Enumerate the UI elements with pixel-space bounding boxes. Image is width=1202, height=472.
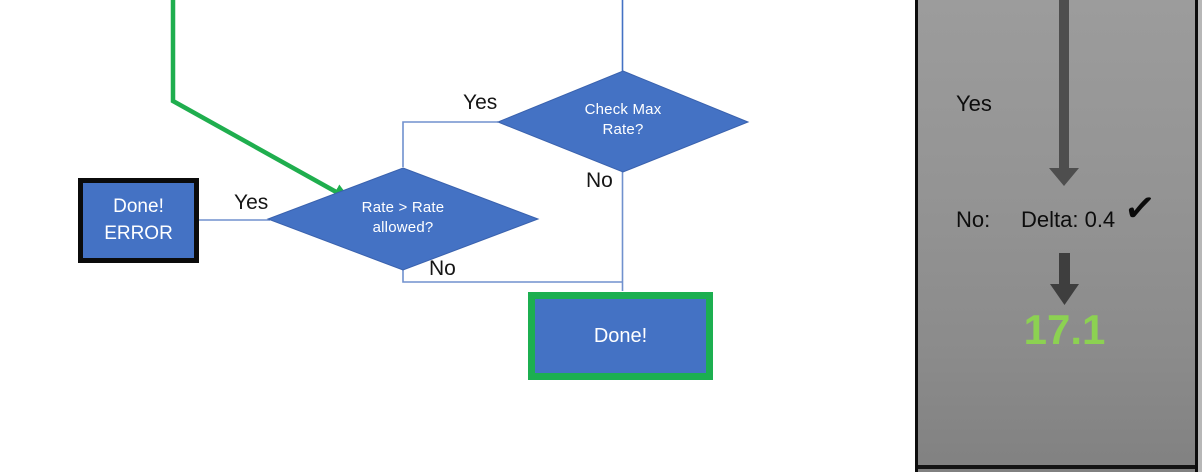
panel-bottom-border xyxy=(918,465,1195,469)
done-error-line2: ERROR xyxy=(104,222,173,244)
done-box: Done! xyxy=(528,292,713,380)
check-icon: ✓ xyxy=(1121,186,1158,232)
green-flow-arrow xyxy=(170,0,352,201)
panel-no-label: No: xyxy=(956,207,991,232)
done-box-label: Done! xyxy=(593,324,648,347)
rate-allowed-label: Rate > Rate allowed? xyxy=(303,198,503,239)
rate-allowed-diamond xyxy=(266,167,540,271)
panel-delta-value: Delta: 0.4 xyxy=(1021,207,1116,232)
panel-result-value: 17.1 xyxy=(1023,306,1106,353)
edge-label-check-yes: Yes xyxy=(463,91,498,114)
check-max-rate-line1: Check Max xyxy=(584,101,662,118)
edge-label-check-no: No xyxy=(586,169,613,192)
check-max-rate-line2: Rate? xyxy=(602,121,644,139)
check-max-rate-diamond xyxy=(496,70,750,173)
done-error-line1: Done! xyxy=(113,195,164,217)
flowchart-canvas xyxy=(170,0,750,291)
panel-yes-label: Yes xyxy=(956,91,992,116)
edge-label-rate-yes: Yes xyxy=(234,191,269,214)
side-panel: Yes No: Delta: 0.4 ✓ 17.1 xyxy=(915,0,1198,472)
down-arrow-icon-small xyxy=(1050,253,1079,305)
edge-label-rate-no: No xyxy=(429,257,456,280)
connector-check-yes xyxy=(402,121,498,167)
down-arrow-icon-large xyxy=(1049,0,1079,186)
check-max-rate-label: Check Max Rate? xyxy=(523,100,723,141)
done-error-box: Done! ERROR xyxy=(78,178,199,263)
connector-rate-no xyxy=(402,270,622,283)
panel-arrows-canvas xyxy=(1049,0,1079,305)
rate-allowed-line2: allowed? xyxy=(372,219,434,237)
rate-allowed-line1: Rate > Rate xyxy=(361,199,445,216)
outside-slide-strip xyxy=(1198,0,1202,472)
